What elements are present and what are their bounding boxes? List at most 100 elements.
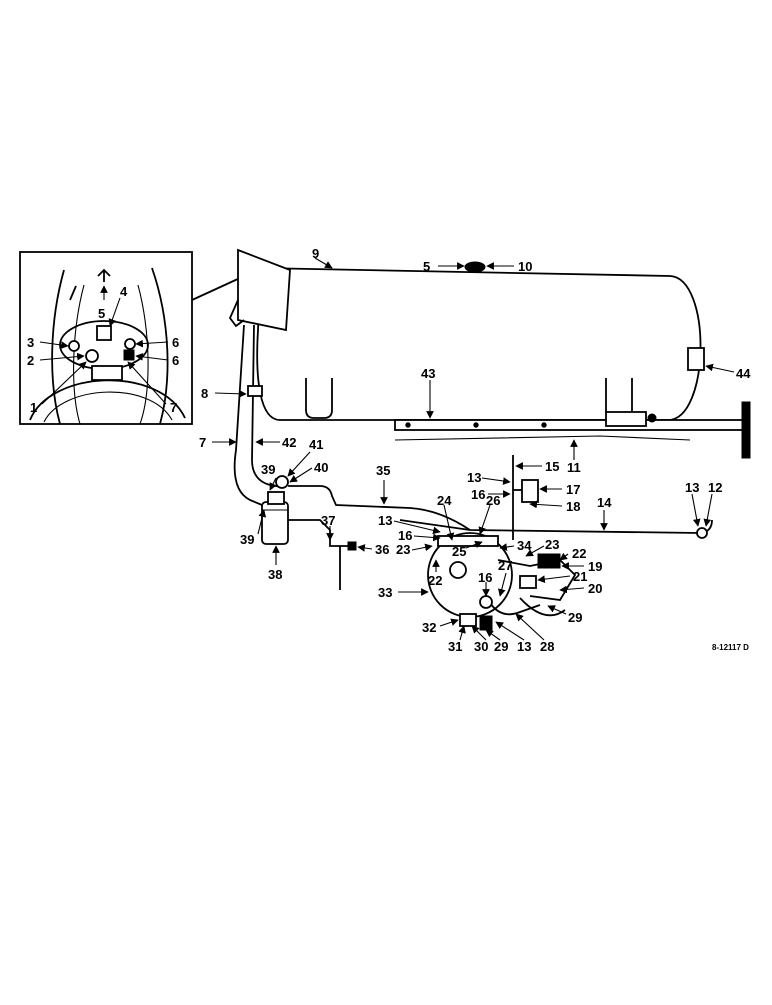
regulator-assembly: 24 26 13 16 23 25 34 23 22 19 22 21 20 3…	[378, 493, 602, 654]
inset-fill-valve	[85, 349, 99, 363]
label-26: 26	[486, 493, 500, 508]
filter-38	[261, 501, 289, 545]
inset-leader-6a	[135, 339, 169, 348]
label-13d: 13	[517, 639, 531, 654]
inset-gauge	[96, 325, 112, 341]
inset-label-3: 3	[27, 335, 34, 350]
tank-rear-strap	[687, 347, 705, 371]
label-35: 35	[376, 463, 390, 478]
inset-label-6a: 6	[172, 335, 179, 350]
leader-20	[559, 585, 585, 594]
fitting-27	[479, 595, 493, 609]
inset-detail: 5 4 3 6 2 6 1 7	[19, 251, 241, 425]
leader-29b	[485, 629, 501, 641]
leader-41	[287, 451, 311, 477]
tank-bracket-left	[305, 378, 333, 419]
inset-leader-1	[41, 361, 87, 405]
tank-front-valve	[228, 299, 245, 328]
inset-connector-line	[191, 277, 241, 301]
leader-23b	[525, 545, 545, 557]
inset-bracket	[91, 365, 123, 381]
label-23a: 23	[396, 542, 410, 557]
leader-23a	[411, 543, 433, 552]
leader-32	[439, 618, 459, 627]
leader-13a	[481, 477, 511, 485]
inset-vent	[97, 268, 111, 282]
label-43: 43	[421, 366, 435, 381]
inset-valve-right	[124, 338, 136, 350]
fitting-36	[347, 541, 357, 551]
inset-label-6b: 6	[172, 353, 179, 368]
inset-tank-outline-left	[51, 269, 65, 425]
inset-wheel-inner-arc	[43, 391, 173, 423]
label-23b: 23	[545, 537, 559, 552]
leader-13d	[495, 621, 525, 641]
inset-label-4: 4	[120, 284, 128, 299]
leader-26	[478, 504, 491, 535]
label-20: 20	[588, 581, 602, 596]
label-44: 44	[736, 366, 751, 381]
label-17: 17	[566, 482, 580, 497]
label-7: 7	[199, 435, 206, 450]
label-32: 32	[422, 620, 436, 635]
label-12: 12	[708, 480, 722, 495]
line-37	[288, 519, 350, 547]
label-14: 14	[597, 495, 612, 510]
label-39b: 39	[240, 532, 254, 547]
label-16b: 16	[398, 528, 412, 543]
label-9: 9	[312, 246, 319, 261]
leader-39a	[269, 477, 277, 491]
leader-28	[515, 613, 545, 641]
label-11: 11	[567, 460, 581, 475]
label-41: 41	[309, 437, 323, 452]
tank-rear-clamp	[605, 411, 647, 427]
rail-bolt-3	[541, 422, 547, 428]
inset-leader-2	[39, 352, 85, 361]
inset-leader-7	[127, 361, 167, 405]
inset-label-5: 5	[98, 306, 105, 321]
label-29b: 29	[494, 639, 508, 654]
label-16c: 16	[478, 570, 492, 585]
rail-bolt-1	[405, 422, 411, 428]
leader-44	[705, 363, 735, 373]
leader-31	[458, 625, 466, 641]
leader-25	[465, 540, 483, 549]
line-clip-8	[247, 385, 263, 397]
label-24: 24	[437, 493, 452, 508]
label-39a: 39	[261, 462, 275, 477]
tank-rear-post	[741, 401, 751, 459]
label-36: 36	[375, 542, 389, 557]
label-13a: 13	[467, 470, 481, 485]
label-16a: 16	[471, 487, 485, 502]
regulator-top-flange	[437, 535, 499, 547]
filter-head	[267, 491, 285, 505]
tank-front-shield	[237, 248, 291, 332]
inset-relief-valve	[123, 349, 135, 361]
leader-29a	[547, 605, 567, 615]
drawing-code: 8-12117 D	[712, 643, 749, 652]
line-14	[399, 519, 713, 534]
label-10: 10	[518, 259, 532, 274]
leader-9	[314, 257, 333, 269]
regulator-port	[449, 561, 467, 579]
inset-hose	[69, 285, 77, 301]
leader-13c	[393, 520, 441, 535]
vaporizer-block-22	[537, 553, 561, 569]
label-21: 21	[573, 569, 587, 584]
label-19: 19	[588, 559, 602, 574]
leader-12	[703, 493, 713, 527]
tank-lower-rod	[394, 435, 691, 441]
inset-label-7: 7	[170, 400, 177, 415]
supply-line-7	[233, 324, 263, 506]
tank-body	[256, 267, 702, 421]
leader-27	[498, 572, 507, 597]
label-8: 8	[201, 386, 208, 401]
leader-39b	[257, 509, 267, 535]
valve-17	[521, 479, 539, 503]
leader-13b	[691, 493, 701, 527]
fitting-40	[275, 475, 289, 489]
inset-tank-outline-right	[151, 267, 169, 425]
label-33: 33	[378, 585, 392, 600]
